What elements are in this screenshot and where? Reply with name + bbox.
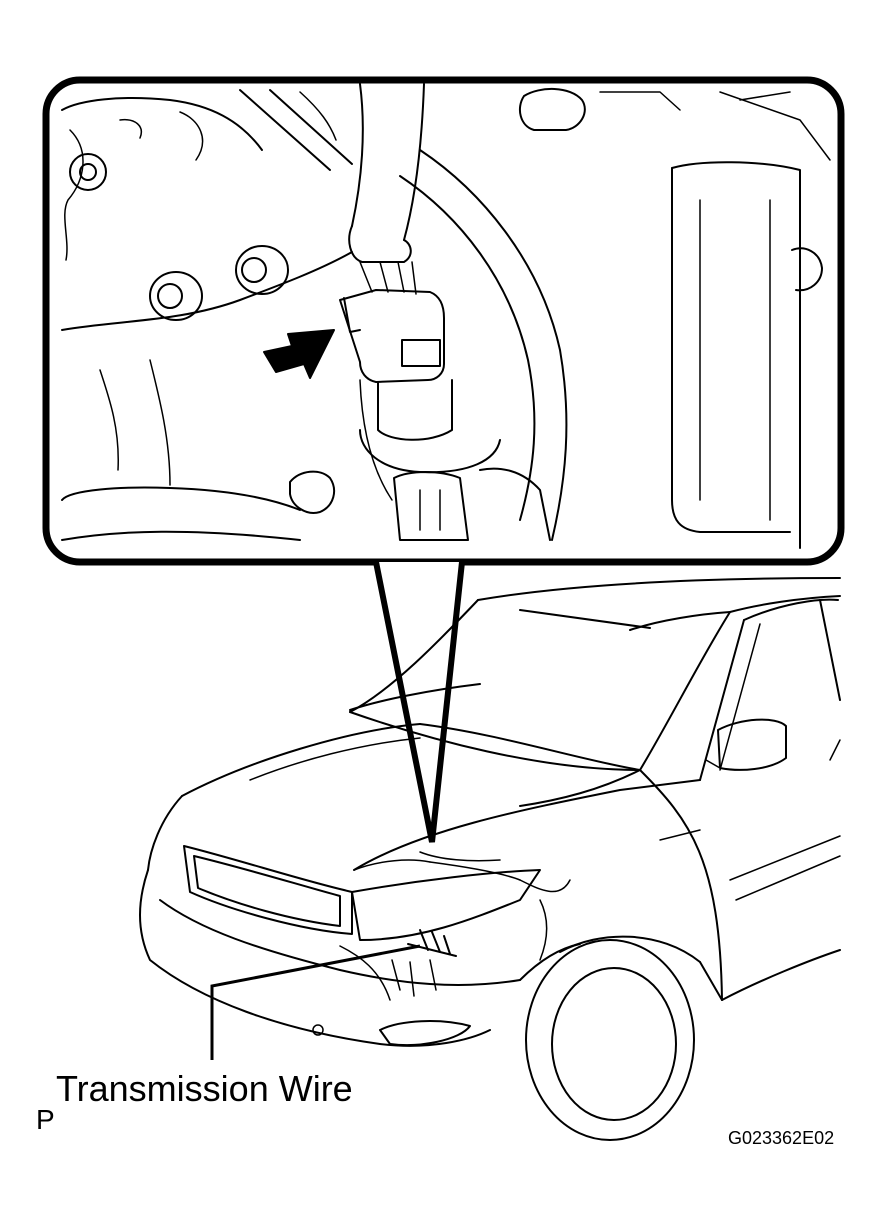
vehicle-outline bbox=[139, 577, 841, 1141]
callout-wedge bbox=[373, 561, 465, 843]
detail-inset bbox=[42, 76, 845, 566]
corner-mark: P bbox=[36, 1104, 55, 1135]
leader-line bbox=[210, 944, 421, 1060]
figure-id: G023362E02 bbox=[728, 1128, 835, 1148]
transmission-housing bbox=[61, 87, 831, 549]
arrow-icon bbox=[263, 329, 335, 379]
connector-assembly bbox=[339, 83, 551, 541]
callout-label: Transmission Wire bbox=[56, 1068, 353, 1109]
